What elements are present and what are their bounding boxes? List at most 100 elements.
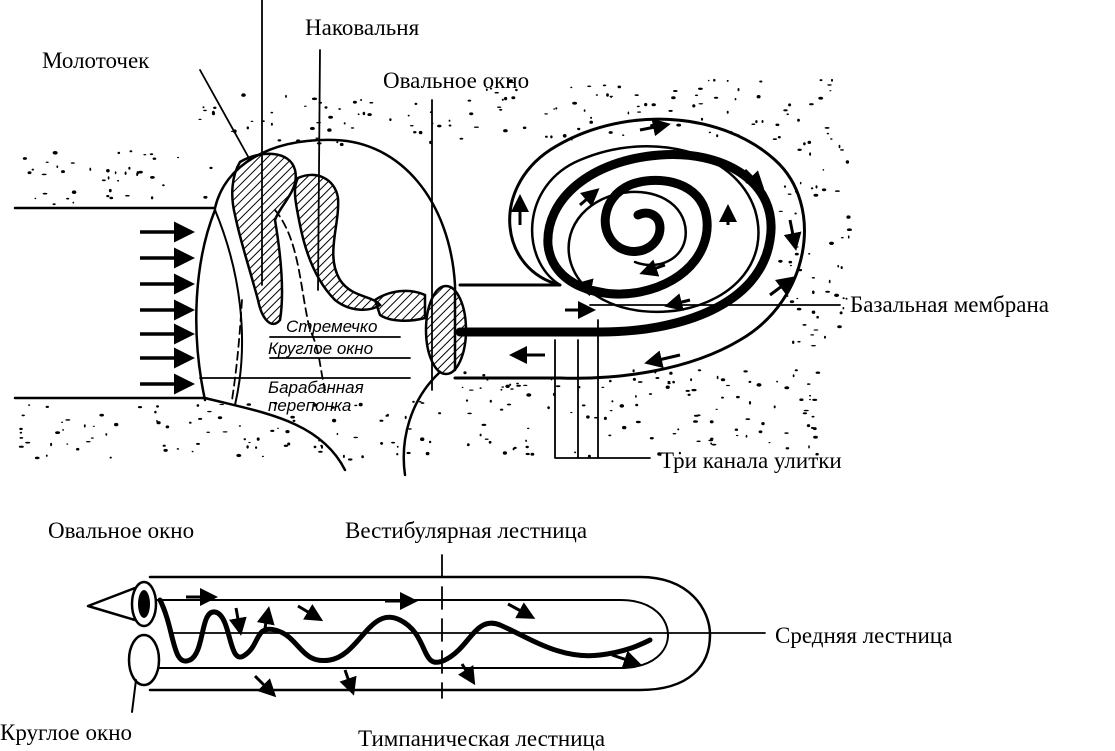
bone-speckle <box>809 152 811 155</box>
malleus-bone <box>232 154 296 324</box>
bone-speckle <box>570 87 572 89</box>
bone-speckle <box>19 437 23 439</box>
bone-speckle <box>550 135 552 138</box>
bone-speckle <box>609 380 612 382</box>
bone-speckle <box>43 193 48 195</box>
bone-speckle <box>735 98 737 100</box>
bone-speckle <box>611 400 613 402</box>
bone-speckle <box>53 203 56 205</box>
bone-speckle <box>802 324 806 326</box>
bone-speckle <box>745 418 750 420</box>
bone-speckle <box>837 265 839 268</box>
label-oval-window-top: Овальное окно <box>383 68 529 93</box>
bone-speckle <box>545 136 548 138</box>
bone-speckle <box>212 111 215 115</box>
bone-speckle <box>213 107 216 109</box>
bone-speckle <box>721 378 725 381</box>
bone-speckle <box>804 410 809 412</box>
bone-speckle <box>590 117 592 119</box>
bone-speckle <box>463 371 466 374</box>
bone-speckle <box>812 311 816 314</box>
bone-speckle <box>803 412 807 414</box>
bone-speckle <box>336 141 338 143</box>
bone-speckle <box>438 412 441 414</box>
uncoiled-cochlea: Овальное окно Вестибулярная лестница Сре… <box>0 518 952 751</box>
bone-speckle <box>251 121 254 122</box>
bone-speckle <box>469 390 474 391</box>
eardrum <box>196 210 215 400</box>
bone-speckle <box>408 428 412 429</box>
bone-speckle <box>759 430 763 433</box>
bone-speckle <box>162 184 165 186</box>
bone-speckle <box>490 400 492 403</box>
bone-speckle <box>163 445 166 447</box>
bone-speckle <box>797 341 800 343</box>
bone-speckle <box>386 415 388 417</box>
bone-speckle <box>28 404 30 406</box>
bone-speckle <box>587 86 591 88</box>
bone-speckle <box>709 132 711 134</box>
bone-speckle <box>638 381 643 383</box>
bone-speckle <box>652 103 656 106</box>
bone-speckle <box>784 386 789 389</box>
bone-speckle <box>831 79 833 82</box>
round-window-membrane <box>404 372 440 475</box>
bone-speckle <box>241 93 246 97</box>
bone-speckle <box>726 385 730 386</box>
bone-speckle <box>577 128 580 130</box>
bone-speckle <box>755 120 757 123</box>
bone-speckle <box>354 405 357 407</box>
bone-speckle <box>609 131 613 134</box>
bone-speckle <box>426 452 430 455</box>
bone-speckle <box>846 160 849 163</box>
bone-texture <box>19 79 852 461</box>
bone-speckle <box>786 113 789 115</box>
bone-speckle <box>328 116 333 119</box>
label-round-window-top: Круглое окно <box>268 339 373 358</box>
leader-line-malleus <box>200 70 250 160</box>
bone-speckle <box>778 136 781 138</box>
bone-speckle <box>358 113 360 115</box>
bone-speckle <box>757 95 761 98</box>
bone-speckle <box>66 443 68 444</box>
bone-speckle <box>270 430 274 432</box>
bone-speckle <box>396 453 398 455</box>
bone-speckle <box>788 103 791 106</box>
bone-speckle <box>437 125 441 128</box>
label-middle-scala: Средняя лестница <box>775 623 952 648</box>
bone-speckle <box>633 378 636 381</box>
bone-speckle <box>108 176 110 179</box>
bone-speckle <box>693 420 698 423</box>
bone-speckle <box>379 420 383 422</box>
bone-speckle <box>635 404 638 407</box>
bone-speckle <box>128 167 130 170</box>
bone-speckle <box>115 171 117 174</box>
bone-speckle <box>209 167 212 169</box>
bone-speckle <box>697 414 701 416</box>
bone-speckle <box>163 449 167 452</box>
bone-speckle <box>219 404 224 405</box>
bone-speckle <box>773 138 777 140</box>
bone-speckle <box>110 457 112 459</box>
bone-speckle <box>825 127 830 129</box>
bone-speckle <box>20 432 23 434</box>
bone-speckle <box>203 110 207 111</box>
bone-speckle <box>727 80 729 82</box>
bone-speckle <box>696 441 700 443</box>
bone-speckle <box>526 453 530 455</box>
bone-speckle <box>809 399 811 400</box>
bone-speckle <box>797 119 800 122</box>
bone-speckle <box>829 280 831 283</box>
bone-speckle <box>42 174 47 176</box>
bone-speckle <box>327 128 331 131</box>
bone-speckle <box>332 419 336 423</box>
bone-speckle <box>829 242 834 245</box>
bone-speckle <box>218 416 222 419</box>
bone-speckle <box>669 372 672 375</box>
bone-speckle <box>154 411 156 414</box>
oval-window-bottom-inner <box>138 590 150 618</box>
bone-speckle <box>66 198 69 200</box>
bone-speckle <box>344 122 346 124</box>
bone-speckle <box>413 131 416 133</box>
bone-speckle <box>834 294 839 297</box>
